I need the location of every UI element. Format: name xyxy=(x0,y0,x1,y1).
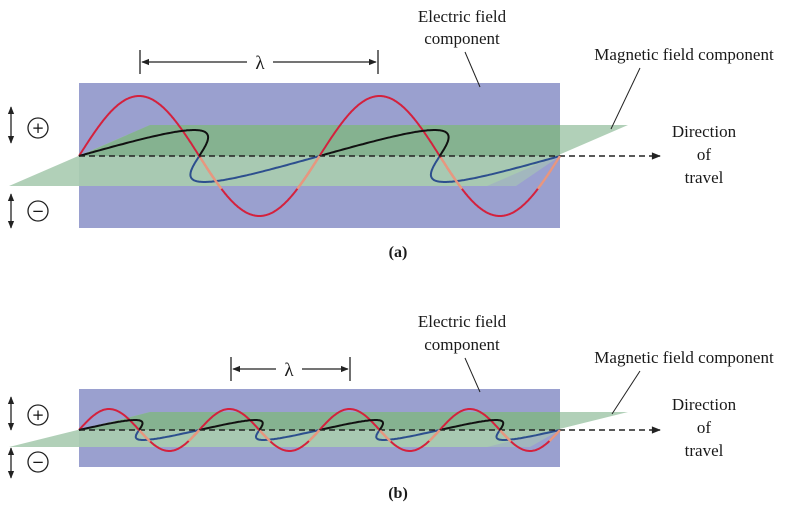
electric-field-label-line1: Electric field xyxy=(418,7,507,26)
panel-caption: (a) xyxy=(389,244,408,261)
electric-wave-behind xyxy=(138,429,561,443)
panel-b: λ Electric field component Magnetic fiel… xyxy=(7,312,774,502)
plane-overlap xyxy=(79,412,560,430)
negative-sign: − xyxy=(32,202,45,220)
electric-wave-behind xyxy=(199,155,561,190)
direction-label-line3: travel xyxy=(685,168,724,187)
positive-sign: + xyxy=(32,119,45,137)
magnetic-field-label: Magnetic field component xyxy=(594,348,774,367)
direction-label-line3: travel xyxy=(685,441,724,460)
electric-field-label-line1: Electric field xyxy=(418,312,507,331)
panel-a: λ Electric field component Magnetic fiel… xyxy=(7,7,774,261)
magnetic-wave-front xyxy=(78,419,505,431)
plane-overlap-lower xyxy=(79,430,560,447)
wavelength-symbol: λ xyxy=(284,360,294,381)
positive-sign: + xyxy=(32,406,45,424)
panel-caption: (b) xyxy=(388,485,408,502)
direction-label-line1: Direction xyxy=(672,122,737,141)
electric-field-label-line2: component xyxy=(424,29,500,48)
plane-overlap xyxy=(79,125,560,156)
electric-field-leader xyxy=(464,357,481,393)
magnetic-field-label: Magnetic field component xyxy=(594,45,774,64)
negative-sign-circle xyxy=(27,451,49,473)
direction-label-line2: of xyxy=(697,418,712,437)
positive-sign-circle xyxy=(27,117,49,139)
magnetic-wave-back xyxy=(189,155,561,183)
electric-field-leader xyxy=(464,51,481,88)
magnetic-field-leader xyxy=(611,370,641,415)
magnetic-wave-back xyxy=(134,429,561,441)
negative-sign: − xyxy=(32,453,45,471)
electric-field-label-line2: component xyxy=(424,335,500,354)
magnetic-field-leader xyxy=(610,67,641,130)
negative-sign-circle xyxy=(27,200,49,222)
direction-label-line2: of xyxy=(697,145,712,164)
wavelength-symbol: λ xyxy=(255,53,265,74)
direction-label-line1: Direction xyxy=(672,395,737,414)
positive-sign-circle xyxy=(27,404,49,426)
magnetic-wave-front xyxy=(78,129,450,157)
plane-overlap-lower xyxy=(79,156,560,186)
